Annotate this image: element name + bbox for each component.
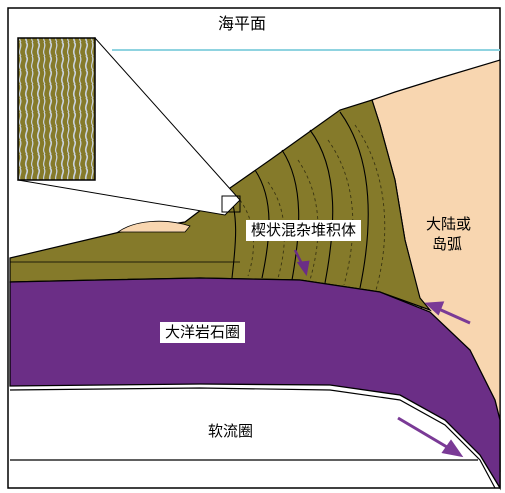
continent-label-line1: 大陆或	[426, 214, 471, 234]
sea-level-label: 海平面	[218, 16, 266, 32]
continent-label: 大陆或 岛弧	[426, 214, 471, 254]
continent-label-line2: 岛弧	[426, 234, 471, 254]
wedge-label: 楔状混杂堆积体	[246, 220, 361, 241]
lithosphere-label: 大洋岩石圈	[160, 322, 245, 343]
inset-box	[18, 38, 95, 180]
asthenosphere-label: 软流圈	[208, 424, 253, 439]
